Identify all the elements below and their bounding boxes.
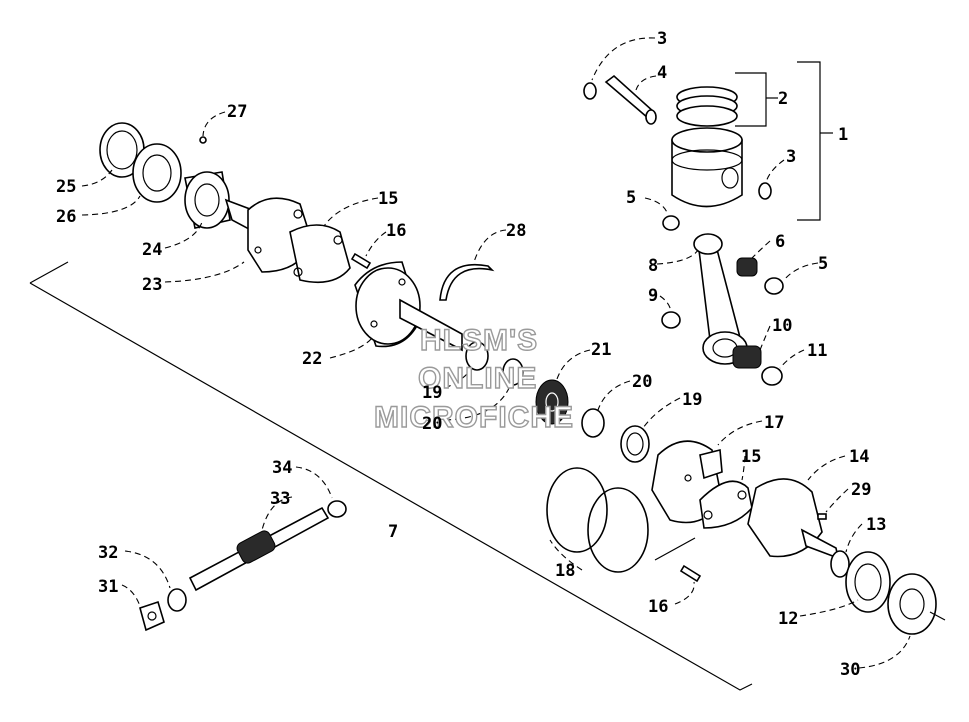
callout-3a: 3 bbox=[657, 29, 667, 49]
callout-3b: 3 bbox=[786, 147, 796, 167]
callout-26: 26 bbox=[56, 207, 76, 227]
leader-lines bbox=[81, 37, 911, 669]
callout-5a: 5 bbox=[626, 188, 636, 208]
pin-27 bbox=[199, 136, 207, 144]
bearing-19b bbox=[620, 425, 650, 463]
washer-34 bbox=[327, 500, 347, 518]
callout-15b: 15 bbox=[741, 447, 761, 467]
callout-18: 18 bbox=[555, 561, 575, 581]
callout-9: 9 bbox=[648, 286, 658, 306]
bearing-12 bbox=[845, 551, 891, 613]
callout-21: 21 bbox=[591, 340, 611, 360]
circlip-upper bbox=[583, 82, 597, 100]
callout-28: 28 bbox=[506, 221, 526, 241]
callout-16b: 16 bbox=[648, 597, 668, 617]
callout-20a: 20 bbox=[422, 414, 442, 434]
callout-1: 1 bbox=[838, 125, 848, 145]
screw-16-right bbox=[679, 564, 702, 583]
bearing-32 bbox=[167, 588, 187, 612]
piston bbox=[671, 86, 743, 208]
ring-18b bbox=[587, 487, 649, 573]
callout-19b: 19 bbox=[682, 390, 702, 410]
callout-8: 8 bbox=[648, 256, 658, 276]
callout-22: 22 bbox=[302, 349, 322, 369]
needle-bearing-small bbox=[736, 257, 758, 277]
retaining-ring-28 bbox=[439, 264, 495, 301]
callout-15a: 15 bbox=[378, 189, 398, 209]
circlip-lower bbox=[758, 182, 772, 200]
crank-web-15 bbox=[289, 224, 351, 284]
ring-18a bbox=[546, 467, 608, 553]
callout-5b: 5 bbox=[818, 254, 828, 274]
callout-11: 11 bbox=[807, 341, 827, 361]
oil-seal-30 bbox=[887, 573, 937, 635]
washer-9 bbox=[661, 311, 681, 329]
flywheel-half-14 bbox=[747, 478, 840, 560]
washer-13 bbox=[830, 550, 850, 578]
callout-30: 30 bbox=[840, 660, 860, 680]
bracket-piston-assembly bbox=[797, 61, 833, 221]
callout-19a: 19 bbox=[422, 383, 442, 403]
callout-14: 14 bbox=[849, 447, 869, 467]
callout-10: 10 bbox=[772, 316, 792, 336]
washer-11 bbox=[761, 366, 783, 386]
counterweight-22 bbox=[354, 261, 463, 352]
screw-16 bbox=[350, 252, 372, 270]
callout-4: 4 bbox=[657, 63, 667, 83]
washer-20a bbox=[502, 358, 524, 386]
callout-23: 23 bbox=[142, 275, 162, 295]
watermark-line2: ONLINE bbox=[418, 362, 537, 395]
callout-31: 31 bbox=[98, 577, 118, 597]
callout-2: 2 bbox=[778, 89, 788, 109]
nut-31 bbox=[139, 600, 165, 632]
watermark-line3: MICROFICHE bbox=[374, 401, 574, 434]
crank-axis-right bbox=[929, 611, 946, 621]
callout-33: 33 bbox=[270, 489, 290, 509]
watermark: HLSM'S ONLINE MICROFICHE bbox=[373, 323, 574, 434]
callout-24: 24 bbox=[142, 240, 162, 260]
thrust-washer-5b bbox=[764, 277, 784, 295]
needle-bearing-large bbox=[732, 345, 762, 369]
callout-25: 25 bbox=[56, 177, 76, 197]
callout-7: 7 bbox=[388, 522, 398, 542]
callout-34: 34 bbox=[272, 458, 292, 478]
shaft-33 bbox=[188, 506, 330, 592]
gear-21 bbox=[535, 379, 569, 425]
oil-seal-25 bbox=[99, 122, 145, 178]
thrust-washer-5a bbox=[662, 215, 680, 231]
callout-13: 13 bbox=[866, 515, 886, 535]
callout-27: 27 bbox=[227, 102, 247, 122]
key-29 bbox=[817, 513, 827, 520]
bearing-24 bbox=[184, 171, 231, 229]
bearing-26 bbox=[132, 143, 182, 203]
callout-20b: 20 bbox=[632, 372, 652, 392]
connecting-rod bbox=[693, 233, 748, 365]
bracket-piston-rings bbox=[735, 72, 778, 127]
callout-29: 29 bbox=[851, 480, 871, 500]
washer-20b bbox=[581, 408, 605, 438]
piston-pin bbox=[604, 74, 657, 125]
callout-17: 17 bbox=[764, 413, 784, 433]
callout-32: 32 bbox=[98, 543, 118, 563]
watermark-line1: HLSM'S bbox=[420, 324, 538, 357]
callout-6: 6 bbox=[775, 232, 785, 252]
callout-12: 12 bbox=[778, 609, 798, 629]
callout-labels: 1 2 3 3 4 5 5 6 7 8 9 10 11 12 13 14 15 … bbox=[56, 29, 886, 680]
callout-16a: 16 bbox=[386, 221, 406, 241]
bearing-19a bbox=[465, 341, 489, 371]
